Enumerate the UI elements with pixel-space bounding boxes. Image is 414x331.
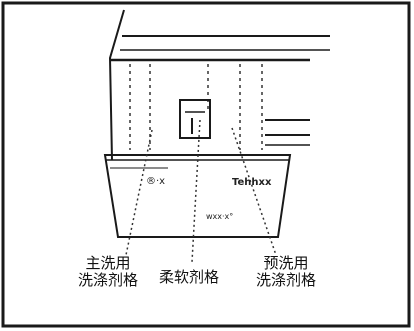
label-softener-line1: 柔软剂格 — [159, 268, 220, 286]
label-softener: 柔软剂格 — [159, 269, 219, 286]
machine-left-edge — [108, 9, 125, 161]
drawer-left-mark: ®·x — [146, 176, 166, 187]
siphon-cap — [179, 99, 211, 139]
figure-border — [1, 1, 411, 328]
label-prewash-line1: 预洗用 — [263, 254, 309, 272]
leader-softener — [191, 119, 201, 263]
leader-prewash — [231, 127, 277, 256]
label-main-wash: 主洗用 洗涤剂格 — [78, 255, 138, 289]
drawer-right-mark: Tehhxx — [232, 177, 272, 188]
drawer-front — [103, 154, 292, 238]
label-main-wash-line2: 洗涤剂格 — [78, 271, 139, 289]
label-prewash-line2: 洗涤剂格 — [256, 271, 317, 289]
label-prewash: 预洗用 洗涤剂格 — [256, 255, 316, 289]
drawer-logo: wxx·x° — [206, 212, 234, 221]
label-main-wash-line1: 主洗用 — [85, 254, 131, 272]
leader-main-wash — [125, 129, 153, 256]
